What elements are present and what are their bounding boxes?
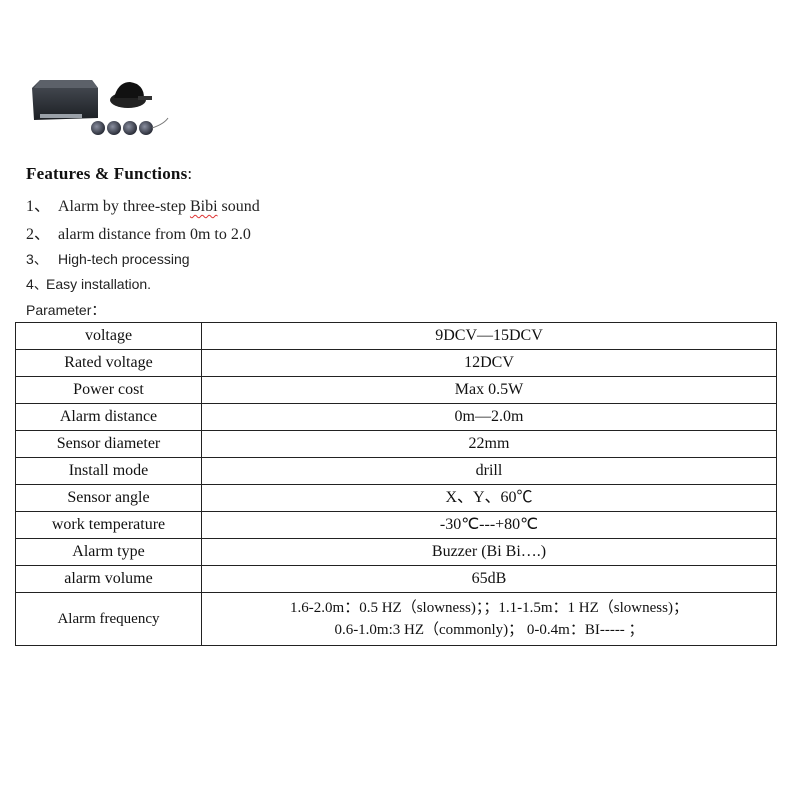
feature-item-4: 4、Easy installation. — [26, 276, 152, 292]
table-row: Alarm distance 0m—2.0m — [15, 403, 777, 431]
param-value: -30℃---+80℃ — [201, 511, 777, 539]
param-key: alarm volume — [15, 565, 202, 593]
buzzer-icon — [110, 82, 152, 108]
feature-item-1: 1、Alarm by three-step Bibi sound — [26, 198, 260, 215]
features-heading: Features & Functions: — [26, 164, 193, 183]
param-value: 1.6-2.0m：0.5 HZ（slowness)；；1.1-1.5m：1 HZ… — [201, 592, 777, 646]
param-value-line: 0.6-1.0m:3 HZ（commonly)； 0-0.4m：BI----- … — [334, 622, 644, 638]
param-key: work temperature — [15, 511, 202, 539]
param-key: Power cost — [15, 376, 202, 404]
table-row: work temperature -30℃---+80℃ — [15, 511, 777, 539]
param-value: Buzzer (Bi Bi….) — [201, 538, 777, 566]
table-row: Alarm type Buzzer (Bi Bi….) — [15, 538, 777, 566]
table-row: Sensor angle X、Y、60℃ — [15, 484, 777, 512]
param-value-line: 1.6-2.0m：0.5 HZ（slowness)；；1.1-1.5m：1 HZ… — [290, 600, 688, 616]
param-key: voltage — [15, 322, 202, 350]
param-value: 0m—2.0m — [201, 403, 777, 431]
param-value: 22mm — [201, 430, 777, 458]
param-value: Max 0.5W — [201, 376, 777, 404]
control-box-icon — [32, 80, 98, 120]
param-key: Alarm type — [15, 538, 202, 566]
param-key: Install mode — [15, 457, 202, 485]
param-key: Alarm distance — [15, 403, 202, 431]
param-key: Sensor angle — [15, 484, 202, 512]
table-row: Alarm frequency 1.6-2.0m：0.5 HZ（slowness… — [15, 592, 777, 646]
param-value: 9DCV—15DCV — [201, 322, 777, 350]
param-key: Alarm frequency — [15, 592, 202, 646]
table-row: voltage 9DCV—15DCV — [15, 322, 777, 350]
feature-item-3: 3、High-tech processing — [26, 251, 190, 267]
param-key: Sensor diameter — [15, 430, 202, 458]
param-value: drill — [201, 457, 777, 485]
table-row: Rated voltage 12DCV — [15, 349, 777, 377]
table-row: alarm volume 65dB — [15, 565, 777, 593]
sensor-icons — [91, 117, 169, 135]
param-value: 12DCV — [201, 349, 777, 377]
parameter-label: Parameter： — [26, 302, 106, 318]
parameter-table: voltage 9DCV—15DCV Rated voltage 12DCV P… — [15, 322, 777, 646]
feature-item-2: 2、alarm distance from 0m to 2.0 — [26, 226, 251, 243]
param-value: X、Y、60℃ — [201, 484, 777, 512]
table-row: Power cost Max 0.5W — [15, 376, 777, 404]
param-value: 65dB — [201, 565, 777, 593]
parking-sensor-kit-image — [32, 80, 169, 135]
table-row: Sensor diameter 22mm — [15, 430, 777, 458]
table-row: Install mode drill — [15, 457, 777, 485]
param-key: Rated voltage — [15, 349, 202, 377]
